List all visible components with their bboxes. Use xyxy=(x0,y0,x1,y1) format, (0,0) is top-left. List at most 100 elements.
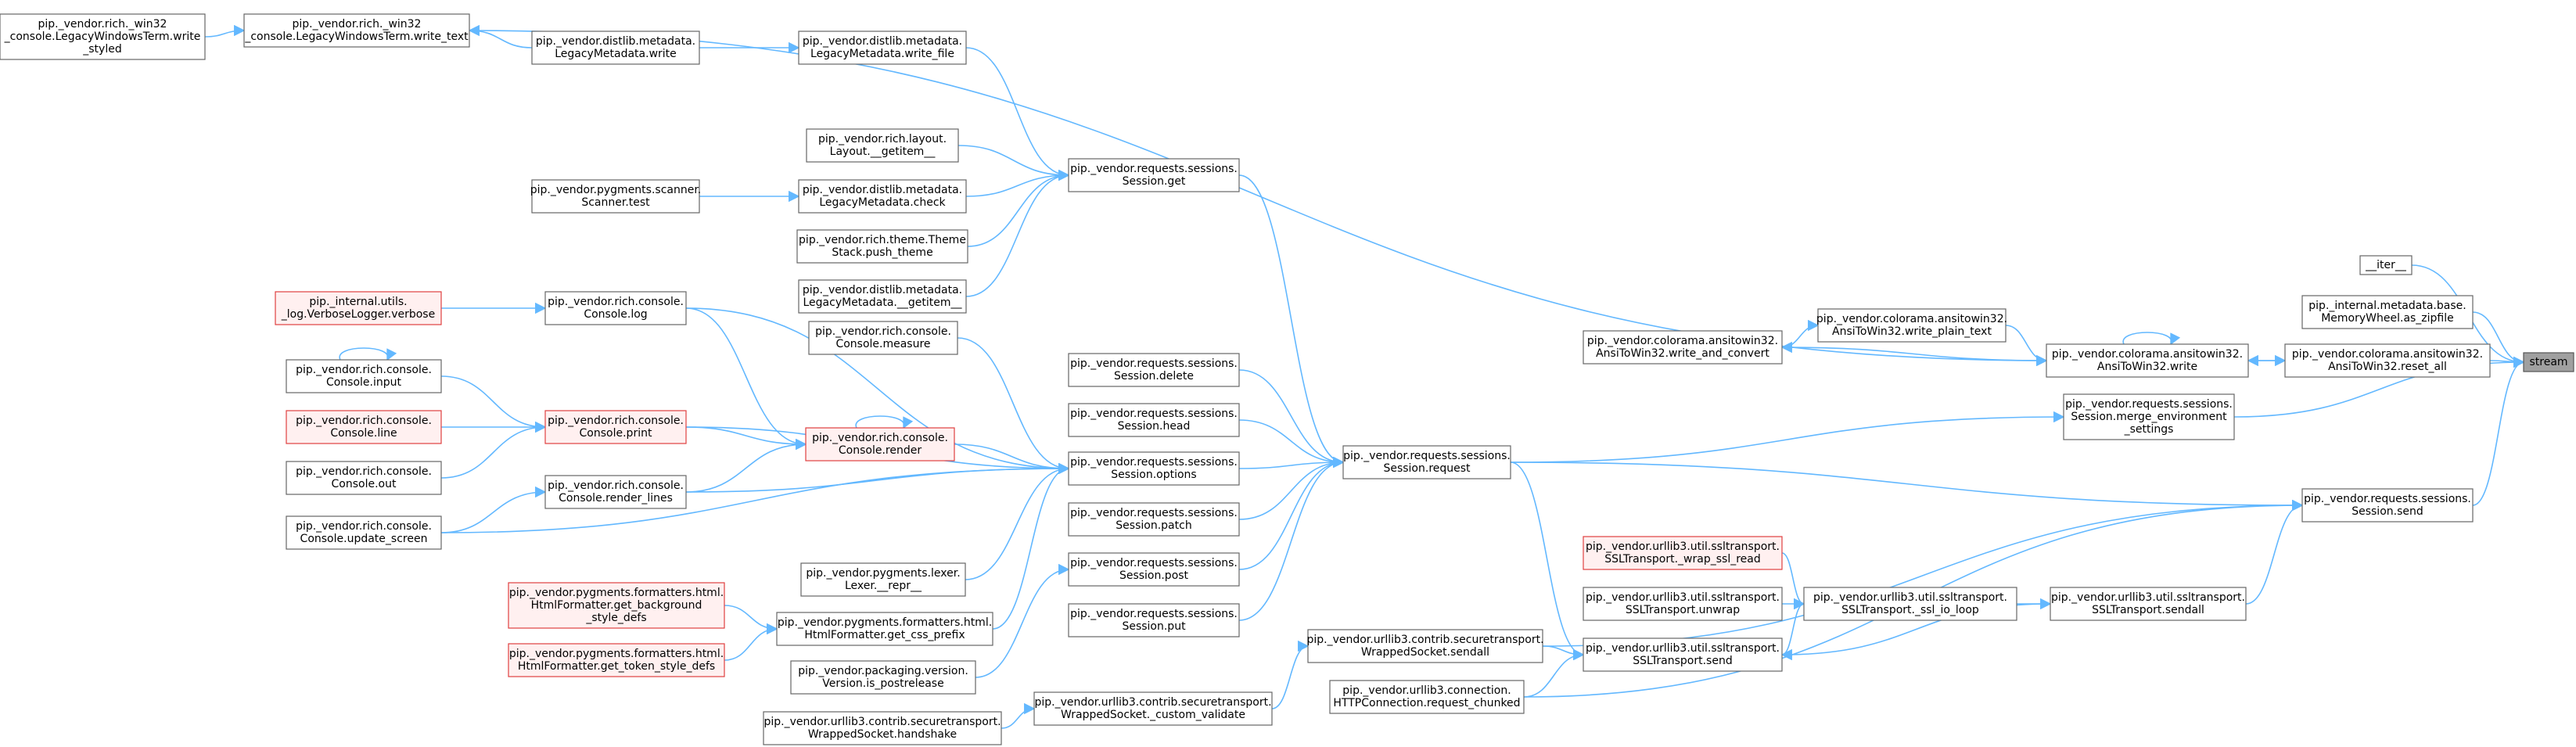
graph-node-s_delete[interactable]: pip._vendor.requests.sessions.Session.de… xyxy=(1068,353,1240,387)
node-label-line: Console.measure xyxy=(835,338,930,350)
node-label-line: LegacyMetadata.write xyxy=(555,48,677,60)
node-label-line: Session.merge_environment xyxy=(2071,411,2227,423)
graph-node-console_log[interactable]: pip._vendor.rich.console.Console.log xyxy=(544,291,687,325)
graph-node-legacy_write_text[interactable]: pip._vendor.rich._win32_console.LegacyWi… xyxy=(243,13,470,48)
edge-ansi_write-to-write_convert xyxy=(1780,341,2047,361)
edge-write_convert-to-write_plain xyxy=(1781,319,1820,348)
edge-md_write-to-legacy_write_text xyxy=(468,24,533,48)
graph-node-css_prefix[interactable]: pip._vendor.pygments.formatters.html.Htm… xyxy=(776,612,993,646)
graph-node-s_patch[interactable]: pip._vendor.requests.sessions.Session.pa… xyxy=(1068,502,1240,537)
graph-node-lexer_repr[interactable]: pip._vendor.pygments.lexer.Lexer.__repr_… xyxy=(800,562,966,597)
edge-ansi_write-to-ansi_write xyxy=(2122,332,2181,346)
node-label-line: pip._vendor.urllib3.util.ssltransport. xyxy=(1586,642,1780,655)
graph-node-merge_env[interactable]: pip._vendor.requests.sessions.Session.me… xyxy=(2063,393,2235,440)
node-box xyxy=(2301,295,2474,329)
node-label-line: pip._vendor.pygments.formatters.html. xyxy=(509,648,724,660)
graph-node-ansi_write[interactable]: pip._vendor.colorama.ansitowin32.AnsiToW… xyxy=(2046,343,2249,378)
graph-node-s_post[interactable]: pip._vendor.requests.sessions.Session.po… xyxy=(1068,552,1240,587)
graph-node-s_put[interactable]: pip._vendor.requests.sessions.Session.pu… xyxy=(1068,603,1240,637)
node-label-line: Session.put xyxy=(1122,620,1186,633)
node-label-line: HtmlFormatter.get_token_style_defs xyxy=(518,660,715,673)
edge-request-to-ssl_send xyxy=(1510,461,1585,661)
edge-console_print-to-console_render xyxy=(685,426,807,451)
node-box xyxy=(1068,603,1240,637)
node-box xyxy=(286,461,442,495)
node-label-line: AnsiToWin32.write_and_convert xyxy=(1596,347,1769,360)
node-label-line: pip._vendor.distlib.metadata. xyxy=(803,35,962,48)
edge-request-to-merge_env xyxy=(1510,411,2065,463)
graph-node-write_convert[interactable]: pip._vendor.colorama.ansitowin32.AnsiToW… xyxy=(1583,330,1783,365)
graph-node-wrap_ssl_read[interactable]: pip._vendor.urllib3.util.ssltransport.SS… xyxy=(1583,536,1783,570)
graph-node-sendall[interactable]: pip._vendor.urllib3.util.ssltransport.SS… xyxy=(2050,587,2247,621)
node-label-line: pip._vendor.requests.sessions. xyxy=(2304,493,2471,505)
graph-node-md_getitem[interactable]: pip._vendor.distlib.metadata.LegacyMetad… xyxy=(798,279,967,314)
graph-node-postrelease[interactable]: pip._vendor.packaging.version.Version.is… xyxy=(790,660,976,695)
graph-node-stream[interactable]: stream xyxy=(2523,352,2574,372)
edge-send-to-stream xyxy=(2472,356,2525,506)
graph-node-write_file[interactable]: pip._vendor.distlib.metadata.LegacyMetad… xyxy=(798,31,967,65)
graph-node-console_print[interactable]: pip._vendor.rich.console.Console.print xyxy=(544,410,687,444)
graph-node-ssl_io_loop[interactable]: pip._vendor.urllib3.util.ssltransport.SS… xyxy=(1803,587,2017,621)
node-label-line: pip._vendor.colorama.ansitowin32. xyxy=(1587,335,1778,347)
graph-node-unwrap[interactable]: pip._vendor.urllib3.util.ssltransport.SS… xyxy=(1583,587,1783,621)
graph-node-theme_push[interactable]: pip._vendor.rich.theme.ThemeStack.push_t… xyxy=(796,229,968,264)
graph-node-handshake[interactable]: pip._vendor.urllib3.contrib.securetransp… xyxy=(763,711,1002,745)
graph-node-console_measure[interactable]: pip._vendor.rich.console.Console.measure xyxy=(808,321,958,355)
node-label-line: Stack.push_theme xyxy=(832,246,932,259)
node-label-line: Lexer.__repr__ xyxy=(845,580,922,592)
node-label-line: pip._vendor.colorama.ansitowin32. xyxy=(2292,348,2483,361)
graph-node-md_check[interactable]: pip._vendor.distlib.metadata.LegacyMetad… xyxy=(798,179,967,214)
node-label-line: SSLTransport.unwrap xyxy=(1626,604,1740,616)
node-label-line: pip._vendor.rich.console. xyxy=(296,415,432,427)
graph-node-reset_all[interactable]: pip._vendor.colorama.ansitowin32.AnsiToW… xyxy=(2284,343,2491,378)
graph-node-ssl_send[interactable]: pip._vendor.urllib3.util.ssltransport.SS… xyxy=(1583,637,1783,672)
edge-render_lines-to-console_render xyxy=(685,438,807,493)
node-label-line: pip._vendor.colorama.ansitowin32. xyxy=(1816,313,2007,325)
node-label-line: Console.render_lines xyxy=(559,492,673,505)
graph-node-iter[interactable]: __iter__ xyxy=(2359,255,2413,275)
node-label-line: WrappedSocket.handshake xyxy=(808,728,957,741)
graph-node-request_chunked[interactable]: pip._vendor.urllib3.connection.HTTPConne… xyxy=(1329,680,1525,714)
node-box xyxy=(798,31,967,65)
graph-node-token_style[interactable]: pip._vendor.pygments.formatters.html.Htm… xyxy=(508,643,725,677)
graph-node-custom_validate[interactable]: pip._vendor.urllib3.contrib.securetransp… xyxy=(1033,691,1273,726)
node-label-line: AnsiToWin32.write_plain_text xyxy=(1832,325,1992,338)
node-label-line: LegacyMetadata.check xyxy=(819,196,946,209)
graph-node-bg_style[interactable]: pip._vendor.pygments.formatters.html.Htm… xyxy=(508,582,725,629)
edge-handshake-to-custom_validate xyxy=(1001,702,1036,729)
node-label-line: pip._vendor.urllib3.util.ssltransport. xyxy=(2051,591,2245,604)
graph-node-update_screen[interactable]: pip._vendor.rich.console.Console.update_… xyxy=(286,515,442,550)
graph-node-s_head[interactable]: pip._vendor.requests.sessions.Session.he… xyxy=(1068,403,1240,437)
graph-node-console_input[interactable]: pip._vendor.rich.console.Console.input xyxy=(286,359,442,393)
graph-node-memwheel[interactable]: pip._internal.metadata.base.MemoryWheel.… xyxy=(2301,295,2474,329)
edge-ssl_send-to-ssl_io_loop xyxy=(1781,598,1805,655)
graph-node-console_out[interactable]: pip._vendor.rich.console.Console.out xyxy=(286,461,442,495)
node-box xyxy=(286,515,442,550)
graph-node-layout_getitem[interactable]: pip._vendor.rich.layout.Layout.__getitem… xyxy=(806,128,959,163)
graph-node-send[interactable]: pip._vendor.requests.sessions.Session.se… xyxy=(2301,488,2474,523)
edge-css_prefix-to-s_options xyxy=(992,462,1070,630)
node-label-line: pip._vendor.urllib3.util.ssltransport. xyxy=(1586,540,1780,553)
edge-console_input-to-console_input xyxy=(339,347,397,361)
node-label-line: pip._vendor.distlib.metadata. xyxy=(803,284,962,296)
graph-node-console_render[interactable]: pip._vendor.rich.console.Console.render xyxy=(805,427,955,461)
edge-md_getitem-to-s_get xyxy=(965,169,1070,297)
node-label-line: pip._vendor.rich.console. xyxy=(548,296,684,308)
graph-node-scanner_test[interactable]: pip._vendor.pygments.scanner.Scanner.tes… xyxy=(530,179,702,214)
graph-node-md_write[interactable]: pip._vendor.distlib.metadata.LegacyMetad… xyxy=(531,31,700,65)
edge-custom_validate-to-wrapped_sendall xyxy=(1271,640,1310,709)
node-label-line: pip._vendor.rich.console. xyxy=(815,325,951,338)
graph-node-console_line[interactable]: pip._vendor.rich.console.Console.line xyxy=(286,410,442,444)
graph-node-render_lines[interactable]: pip._vendor.rich.console.Console.render_… xyxy=(544,475,687,509)
graph-node-request[interactable]: pip._vendor.requests.sessions.Session.re… xyxy=(1342,445,1511,479)
node-box xyxy=(2284,343,2491,378)
graph-node-s_get[interactable]: pip._vendor.requests.sessions.Session.ge… xyxy=(1068,158,1240,192)
graph-node-write_plain[interactable]: pip._vendor.colorama.ansitowin32.AnsiToW… xyxy=(1816,308,2007,343)
graph-node-legacy_write_styled[interactable]: pip._vendor.rich._win32_console.LegacyWi… xyxy=(0,13,206,60)
edge-bg_style-to-css_prefix xyxy=(724,605,778,635)
node-box xyxy=(1068,158,1240,192)
graph-node-verbose[interactable]: pip._internal.utils._log.VerboseLogger.v… xyxy=(275,291,442,325)
graph-node-s_options[interactable]: pip._vendor.requests.sessions.Session.op… xyxy=(1068,451,1240,486)
node-label-line: MemoryWheel.as_zipfile xyxy=(2321,312,2454,325)
graph-node-wrapped_sendall[interactable]: pip._vendor.urllib3.contrib.securetransp… xyxy=(1306,629,1544,663)
